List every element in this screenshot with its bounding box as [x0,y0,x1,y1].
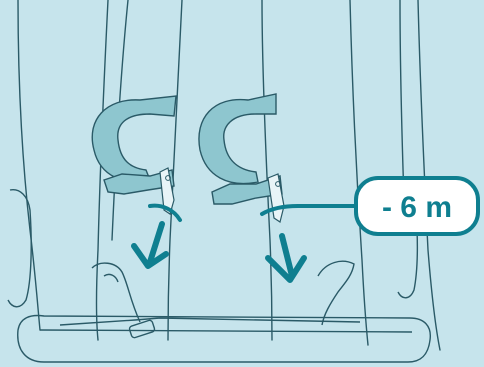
lever-arc-right [260,204,300,216]
callout-label: - 6 m [382,191,452,224]
shoulder-strap-left [91,95,177,215]
down-arrow-right-icon [265,233,307,283]
seat-bottom [17,314,431,363]
age-callout: - 6 m [354,176,480,236]
shoulder-strap-right [198,93,285,223]
leg-straps [91,260,355,339]
lever-arc-left [148,203,182,222]
callout-box [354,176,480,236]
down-arrow-left-icon [131,221,169,269]
